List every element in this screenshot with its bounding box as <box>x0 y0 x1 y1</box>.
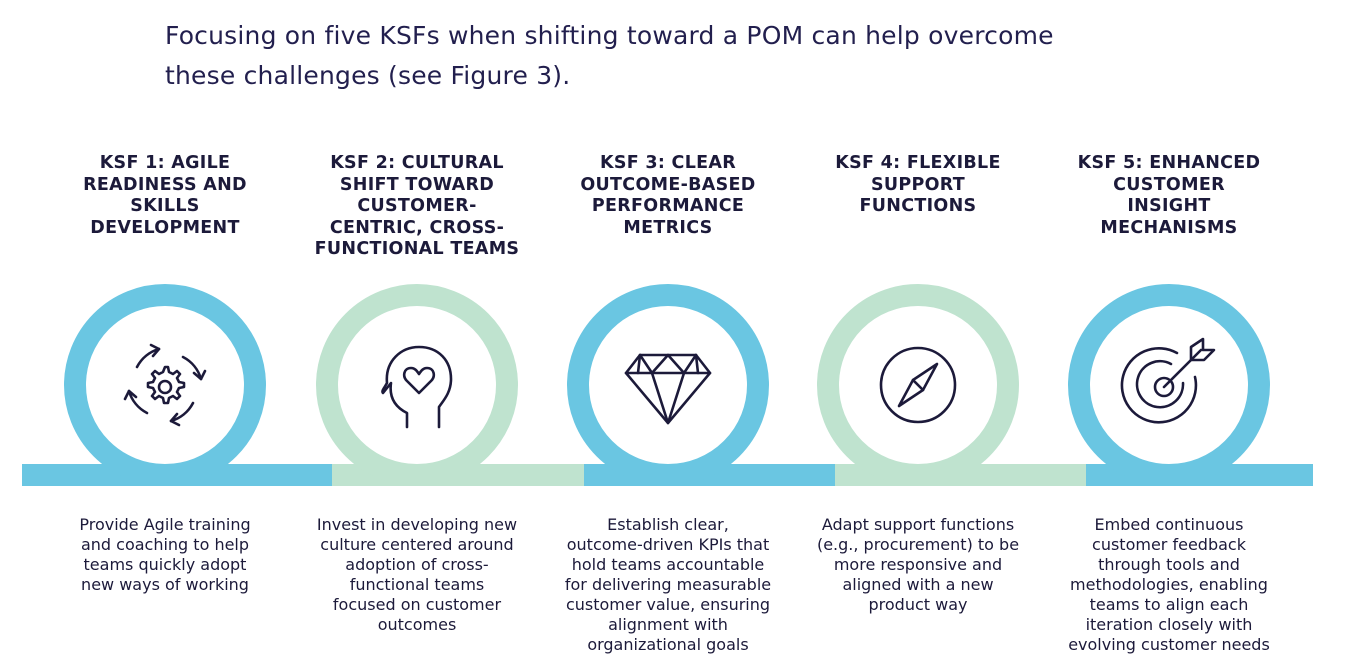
ksf-ring <box>1068 284 1270 486</box>
title-line: KSF 2: CULTURAL <box>330 153 504 173</box>
title-line: KSF 3: CLEAR <box>599 153 737 173</box>
desc-line: focused on customer <box>332 595 502 614</box>
desc-line: Invest in developing new <box>316 515 518 534</box>
ksf-description: Provide Agile training and coaching to h… <box>40 515 290 595</box>
agile-cycle-gear-icon <box>123 343 207 427</box>
desc-line: outcomes <box>377 615 457 634</box>
desc-line: through tools and <box>1098 555 1240 574</box>
ksf-title: KSF 2: CULTURAL SHIFT TOWARD CUSTOMER- C… <box>292 153 542 261</box>
title-line: CUSTOMER <box>1113 174 1225 195</box>
title-line: FUNCTIONS <box>859 196 977 216</box>
title-line: INSIGHT <box>1127 196 1211 216</box>
ksf-title: KSF 3: CLEAR OUTCOME-BASED PERFORMANCE M… <box>543 153 793 239</box>
ksf-description: Invest in developing new culture centere… <box>292 515 542 635</box>
title-line: FUNCTIONAL TEAMS <box>314 239 520 259</box>
desc-line: outcome-driven KPIs that <box>566 535 770 554</box>
diamond-icon <box>624 353 712 425</box>
desc-line: alignment with <box>608 615 728 634</box>
desc-line: and coaching to help <box>80 535 250 554</box>
desc-line: new ways of working <box>81 575 249 594</box>
ksf-column-5: KSF 5: ENHANCED CUSTOMER INSIGHT MECHANI… <box>1044 0 1294 672</box>
title-line: KSF 1: AGILE <box>99 153 231 173</box>
desc-line: more responsive and <box>833 555 1003 574</box>
ksf-column-1: KSF 1: AGILE READINESS AND SKILLS DEVELO… <box>40 0 290 672</box>
title-line: KSF 5: ENHANCED <box>1077 153 1261 173</box>
title-line: READINESS AND <box>83 174 247 195</box>
desc-line: Establish clear, <box>607 515 729 534</box>
desc-line: methodologies, enabling <box>1070 575 1268 594</box>
desc-line: (e.g., procurement) to be <box>816 535 1020 554</box>
ksf-ring <box>316 284 518 486</box>
intro-line-1: Focusing on five KSFs when shifting towa… <box>165 21 1054 50</box>
title-line: DEVELOPMENT <box>90 217 240 238</box>
desc-line: customer value, ensuring <box>565 595 771 614</box>
desc-line: culture centered around <box>320 535 514 554</box>
ksf-title: KSF 4: FLEXIBLE SUPPORT FUNCTIONS <box>793 153 1043 218</box>
intro-text: Focusing on five KSFs when shifting towa… <box>165 16 1165 96</box>
desc-line: iteration closely with <box>1085 615 1253 634</box>
ksf-description: Embed continuous customer feedback throu… <box>1044 515 1294 655</box>
desc-line: teams quickly adopt <box>83 555 247 574</box>
ksf-title: KSF 5: ENHANCED CUSTOMER INSIGHT MECHANI… <box>1044 153 1294 239</box>
ksf-column-3: KSF 3: CLEAR OUTCOME-BASED PERFORMANCE M… <box>543 0 793 672</box>
title-line: METRICS <box>623 217 713 238</box>
ksf-ring <box>64 284 266 486</box>
ksf-description: Establish clear, outcome-driven KPIs tha… <box>543 515 793 655</box>
desc-line: evolving customer needs <box>1068 635 1270 654</box>
desc-line: Embed continuous <box>1094 515 1244 534</box>
title-line: PERFORMANCE <box>591 196 745 216</box>
title-line: OUTCOME-BASED <box>580 174 756 195</box>
compass-icon <box>879 346 957 424</box>
title-line: KSF 4: FLEXIBLE <box>835 153 1001 173</box>
desc-line: organizational goals <box>587 635 749 654</box>
desc-line: product way <box>868 595 968 614</box>
title-line: SUPPORT <box>870 174 966 195</box>
desc-line: for delivering measurable <box>564 575 772 594</box>
ksf-title: KSF 1: AGILE READINESS AND SKILLS DEVELO… <box>40 153 290 239</box>
title-line: MECHANISMS <box>1100 217 1238 238</box>
desc-line: adoption of cross- <box>345 555 489 574</box>
desc-line: Provide Agile training <box>79 515 251 534</box>
ksf-ring <box>567 284 769 486</box>
desc-line: teams to align each <box>1089 595 1249 614</box>
head-heart-icon <box>381 345 453 429</box>
intro-line-2: these challenges (see Figure 3). <box>165 61 571 90</box>
desc-line: aligned with a new <box>842 575 994 594</box>
ksf-column-4: KSF 4: FLEXIBLE SUPPORT FUNCTIONS Adapt … <box>793 0 1043 672</box>
title-line: SHIFT TOWARD <box>339 174 495 195</box>
desc-line: Adapt support functions <box>821 515 1015 534</box>
title-line: CENTRIC, CROSS- <box>329 217 505 238</box>
ksf-description: Adapt support functions (e.g., procureme… <box>793 515 1043 615</box>
desc-line: functional teams <box>349 575 485 594</box>
desc-line: customer feedback <box>1092 535 1246 554</box>
ksf-ring <box>817 284 1019 486</box>
title-line: CUSTOMER- <box>357 196 477 216</box>
desc-line: hold teams accountable <box>571 555 765 574</box>
ksf-column-2: KSF 2: CULTURAL SHIFT TOWARD CUSTOMER- C… <box>292 0 542 672</box>
target-arrow-icon <box>1120 337 1216 424</box>
title-line: SKILLS <box>130 196 200 216</box>
